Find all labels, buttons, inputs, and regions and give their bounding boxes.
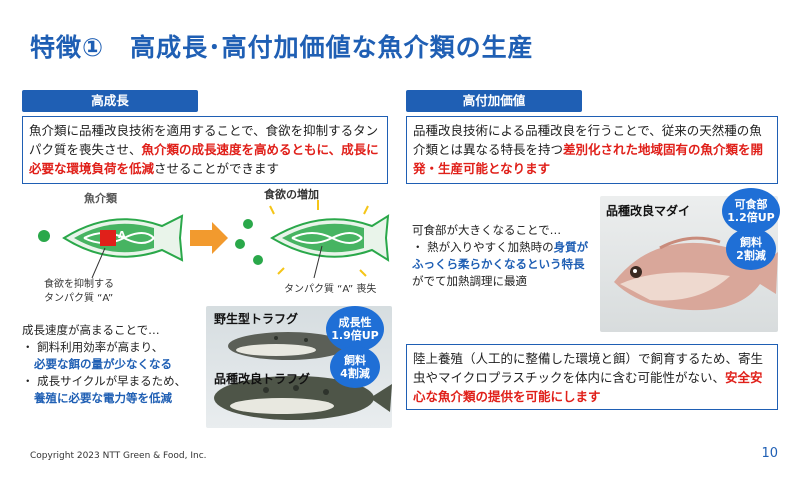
high-growth-text: 魚介類に品種改良技術を適用することで、食欲を抑制するタンパク質を喪失させ、 <box>29 123 379 157</box>
high-growth-description: 魚介類に品種改良技術を適用することで、食欲を抑制するタンパク質を喪失させ、魚介類… <box>22 116 388 184</box>
feed-badge-left: 飼料 4割減 <box>330 346 380 388</box>
gene-letter: A <box>118 230 126 241</box>
growth-badge-line1: 成長性 <box>338 316 372 329</box>
land-aquaculture-description: 陸上養殖（人工的に整備した環境と餌）で飼育するため、寄生虫やマイクロプラスチック… <box>406 344 778 410</box>
sea-bream-label: 品種改良マダイ <box>606 204 691 218</box>
high-growth-highlight: 魚介類の成長速度を高めるともに、成長に必要な環境負荷を低減 <box>29 142 379 176</box>
edible-bullet-highlight: 身質がふっくら柔らかくなるという特長 <box>412 240 589 271</box>
high-value-highlight: 差別化された地域固有の魚介類を開発・生産可能となります <box>413 142 764 176</box>
high-growth-text-end: させることができます <box>154 161 280 176</box>
growth-badge: 成長性 1.9倍UP <box>326 306 384 352</box>
land-aquaculture-text: 陸上養殖（人工的に整備した環境と餌）で飼育するため、寄生虫やマイクロプラスチック… <box>413 351 764 385</box>
section-header-high-value: 高付加価値 <box>406 90 582 112</box>
bullet-feed-highlight: 必要な餌の量が少なくなる <box>34 357 172 371</box>
growth-intro: 成長速度が高まることで… <box>22 323 160 337</box>
edible-benefits: 可食部が大きくなることで… ・ 熱が入りやすく加熱時の身質がふっくら柔らかくなる… <box>412 222 592 290</box>
gene-diagram-svg <box>38 200 390 279</box>
copyright: Copyright 2023 NTT Green & Food, Inc. <box>30 451 207 461</box>
edible-bullet-end: がでて加熱調理に最適 <box>412 274 527 288</box>
gene-diagram: 魚介類 A 食欲の増加 食欲を抑制する タンパク質 “A” タンパク質 “A” … <box>22 186 392 316</box>
edible-intro: 可食部が大きくなることで… <box>412 223 562 237</box>
feed-badge-right-line1: 飼料 <box>740 236 762 249</box>
fish-before-illustration <box>38 214 184 279</box>
appetite-increase-label: 食欲の増加 <box>264 188 319 201</box>
wild-puffer-label: 野生型トラフグ <box>214 312 299 326</box>
page-title: 特徴① 高成長･高付加価値な魚介類の生産 <box>30 33 534 62</box>
bullet-cycle-text: ・ 成長サイクルが早まるため、 <box>22 374 187 388</box>
edible-badge-line1: 可食部 <box>734 198 768 211</box>
edible-bullet-text: ・ 熱が入りやすく加熱時の <box>412 240 554 254</box>
bullet-feed-text: ・ 飼料利用効率が高まり、 <box>22 340 164 354</box>
bullet-cycle-highlight: 養殖に必要な電力等を低減 <box>34 391 172 405</box>
growth-benefits: 成長速度が高まることで… ・ 飼料利用効率が高まり、 必要な餌の量が少なくなる … <box>22 322 212 407</box>
feed-badge-left-line1: 飼料 <box>344 354 366 367</box>
feed-badge-left-line2: 4割減 <box>340 367 370 380</box>
pufferfish-svg <box>214 332 392 420</box>
section-header-high-growth: 高成長 <box>22 90 198 112</box>
page-number: 10 <box>761 446 778 461</box>
protein-note: 食欲を抑制する タンパク質 “A” <box>44 279 114 304</box>
high-value-description: 品種改良技術による品種改良を行うことで、従来の天然種の魚介類とは異なる特長を持つ… <box>406 116 778 184</box>
improved-puffer-label: 品種改良トラフグ <box>214 372 311 386</box>
fish-label: 魚介類 <box>84 192 117 205</box>
arrow-right-icon <box>190 222 228 254</box>
edible-badge: 可食部 1.2倍UP <box>722 188 780 234</box>
land-aquaculture-highlight: 安全安心な魚介類の提供を可能にします <box>413 370 763 404</box>
edible-badge-line2: 1.2倍UP <box>727 211 775 224</box>
growth-badge-line2: 1.9倍UP <box>331 329 379 342</box>
high-value-text: 品種改良技術による品種改良を行うことで、従来の天然種の魚介類とは異なる特長を持つ <box>413 123 762 157</box>
feed-badge-right-line2: 2割減 <box>736 249 766 262</box>
protein-lost-note: タンパク質 “A” 喪失 <box>284 284 377 295</box>
fish-after-illustration <box>235 200 390 279</box>
feed-badge-right: 飼料 2割減 <box>726 228 776 270</box>
